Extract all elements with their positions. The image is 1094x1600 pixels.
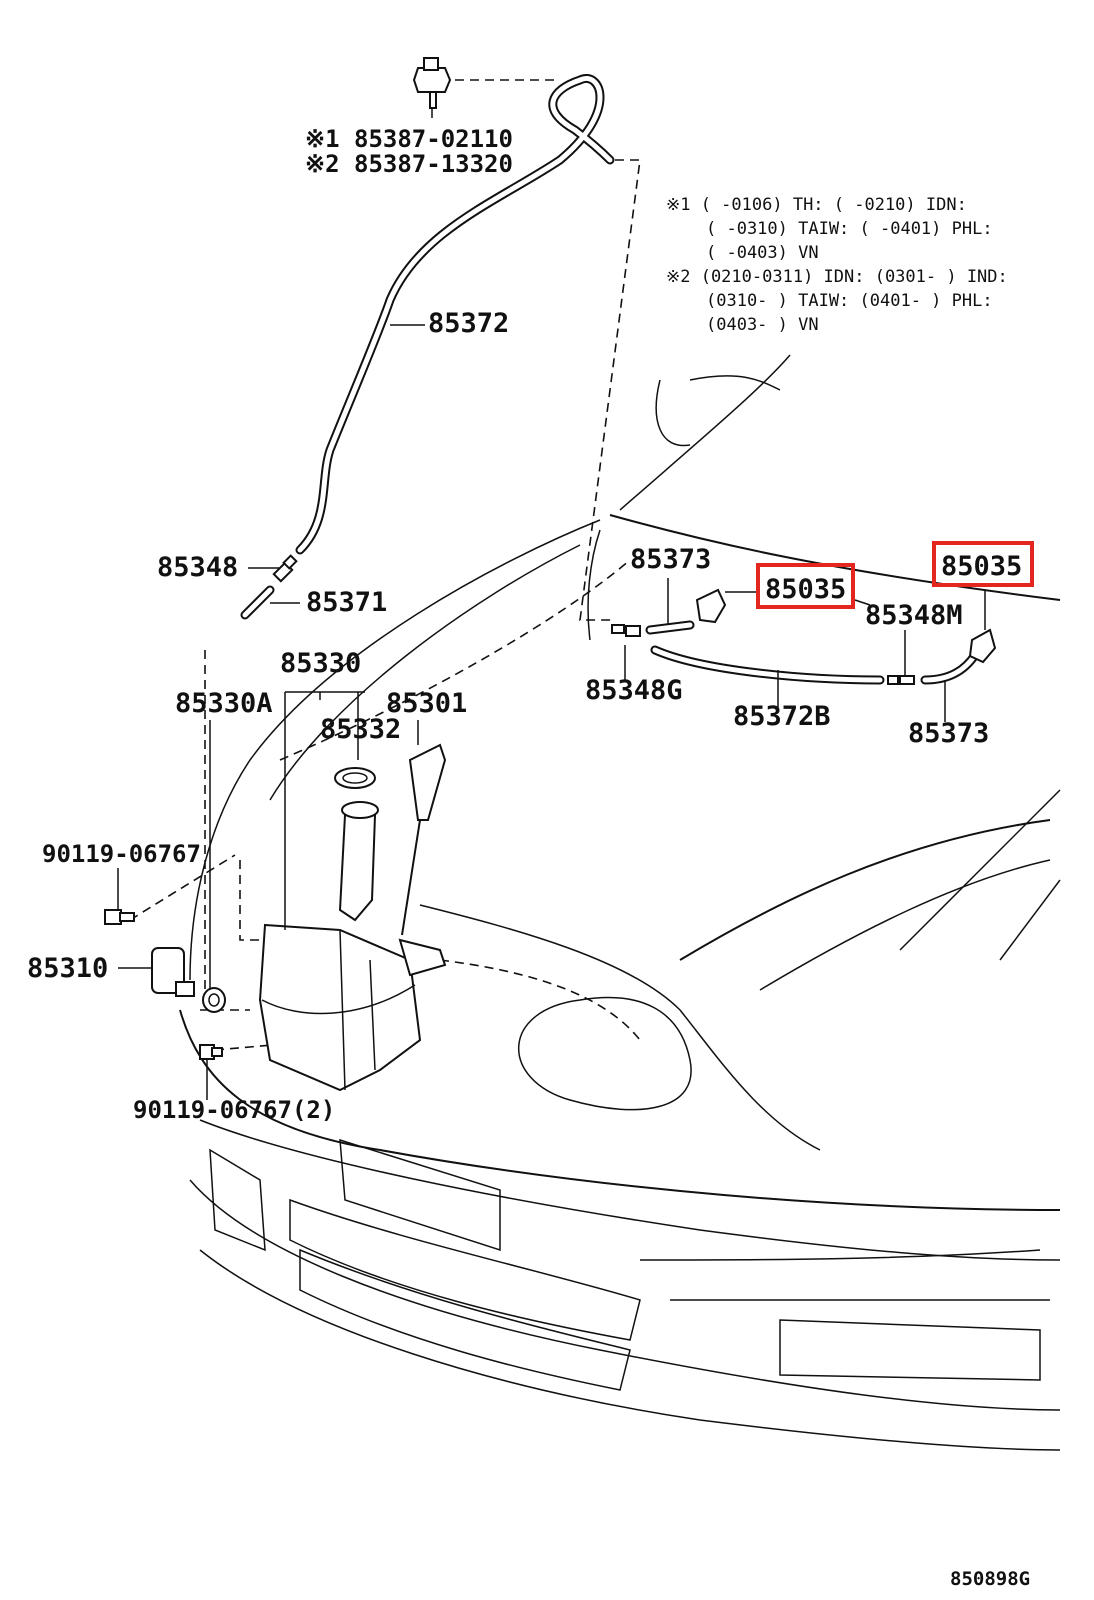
- clip-85387: [412, 57, 452, 109]
- label-85330: 85330: [280, 648, 361, 679]
- note-2-line-1: ※2 (0210-0311) IDN: (0301- ) IND:: [666, 267, 1008, 287]
- label-85301: 85301: [386, 688, 467, 719]
- diagram-id: 850898G: [950, 1568, 1030, 1590]
- label-85372: 85372: [428, 308, 509, 339]
- label-90119-06767: 90119-06767: [42, 840, 201, 868]
- label-85373-bottom: 85373: [908, 718, 989, 749]
- label-85310: 85310: [27, 953, 108, 984]
- bolt-icon: [199, 1044, 223, 1060]
- label-85035-right: 85035: [941, 551, 1022, 582]
- label-85348: 85348: [157, 552, 238, 583]
- highlight-85035-left: [756, 563, 855, 609]
- leader-lines: [117, 108, 986, 1100]
- label-85387-13320: ※2 85387-13320: [305, 150, 513, 178]
- note-1-line-2: ( -0310) TAIW: ( -0401) PHL:: [706, 219, 993, 239]
- label-90119-06767-2: 90119-06767(2): [133, 1096, 335, 1124]
- label-85330a: 85330A: [175, 688, 273, 719]
- label-85373-top: 85373: [630, 544, 711, 575]
- washer-tank-85330: [104, 743, 447, 1092]
- car-body-outline: [179, 354, 1061, 1451]
- label-85387-02110: ※1 85387-02110: [305, 125, 513, 153]
- label-85348m: 85348M: [865, 600, 963, 631]
- nozzle-85035-left: [695, 588, 727, 624]
- highlight-boxes: [756, 541, 1034, 609]
- part-labels: ※1 85387-02110 ※2 85387-13320 85372 8534…: [27, 125, 1022, 1124]
- label-85035-left: 85035: [765, 574, 846, 605]
- highlight-85035-right: [932, 541, 1034, 587]
- label-85372b: 85372B: [733, 701, 831, 732]
- label-85348g: 85348G: [585, 675, 683, 706]
- note-2-line-2: (0310- ) TAIW: (0401- ) PHL:: [706, 291, 993, 311]
- note-2-line-3: (0403- ) VN: [706, 315, 819, 335]
- note-1-line-3: ( -0403) VN: [706, 243, 819, 263]
- bolt-icon: [104, 909, 135, 925]
- nozzle-hoses: [611, 588, 997, 685]
- application-notes: ※1 ( -0106) TH: ( -0210) IDN: ( -0310) T…: [666, 195, 1008, 335]
- label-85371: 85371: [306, 587, 387, 618]
- label-85332: 85332: [320, 714, 401, 745]
- nozzle-85035-right: [968, 628, 997, 664]
- note-1-line-1: ※1 ( -0106) TH: ( -0210) IDN:: [666, 195, 967, 215]
